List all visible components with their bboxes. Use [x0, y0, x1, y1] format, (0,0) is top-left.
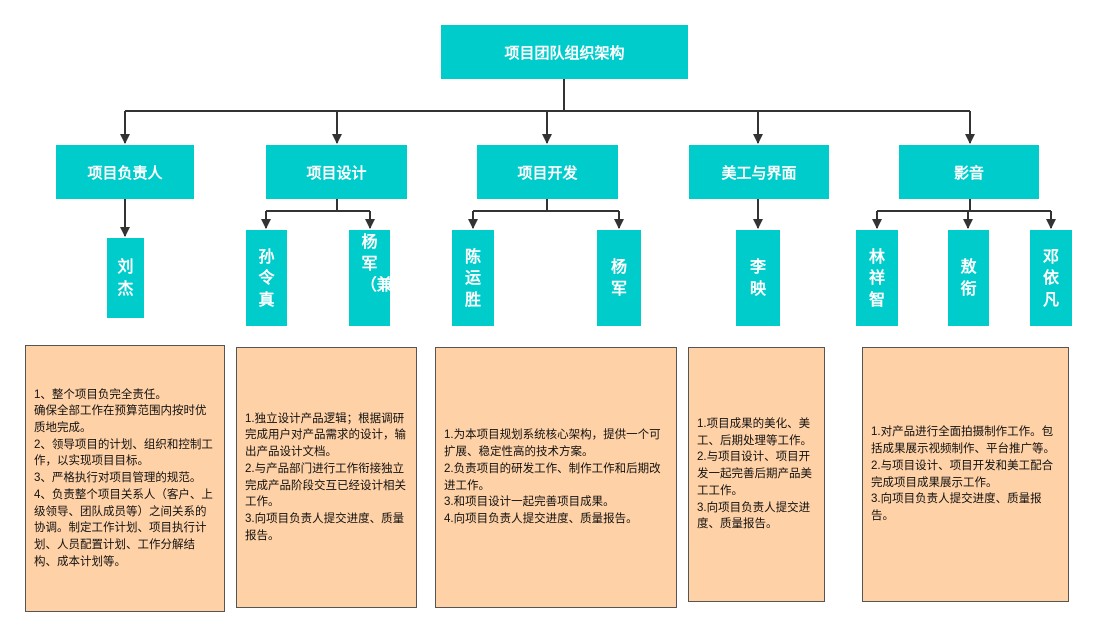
note-project-lead-duties: 1、整个项目负完全责任。 确保全部工作在预算范围内按时优质地完成。 2、领导项目…	[25, 345, 225, 612]
dept-project-lead: 项目负责人	[56, 145, 194, 199]
org-chart-title: 项目团队组织架构	[441, 25, 688, 79]
note-project-design-duties: 1.独立设计产品逻辑；根据调研完成用户对产品需求的设计，输出产品设计文档。 2.…	[236, 347, 417, 608]
member-name: 陈运胜	[464, 248, 481, 309]
member-deng-yifan: 邓依凡	[1030, 230, 1072, 326]
dept-project-development: 项目开发	[477, 145, 618, 199]
member-lin-xiangzhi: 林祥智	[856, 230, 898, 326]
note-text: 1.独立设计产品逻辑；根据调研完成用户对产品需求的设计，输出产品设计文档。 2.…	[245, 412, 406, 542]
member-ao-xian: 敖衔	[948, 230, 989, 326]
note-project-development-duties: 1.为本项目规划系统核心架构，提供一个可扩展、稳定性高的技术方案。 2.负责项目…	[435, 347, 677, 608]
note-text: 1.为本项目规划系统核心架构，提供一个可扩展、稳定性高的技术方案。 2.负责项目…	[444, 429, 661, 525]
member-chen-yunsheng: 陈运胜	[452, 230, 494, 326]
member-li-ying: 李映	[736, 230, 780, 326]
member-liu-jie: 刘杰	[107, 238, 144, 318]
note-text: 1.项目成果的美化、美工、后期处理等工作。 2.与项目设计、项目开发一起完善后期…	[697, 418, 812, 531]
member-sun-lingzhen: 孙令真	[246, 230, 287, 326]
member-yang-jun-concurrent: 杨军（兼）	[349, 230, 390, 326]
member-name: 敖衔	[960, 259, 977, 298]
dept-art-and-ui: 美工与界面	[689, 145, 829, 199]
note-audio-video-duties: 1.对产品进行全面拍摄制作工作。包括成果展示视频制作、平台推广等。 2.与项目设…	[862, 347, 1069, 602]
member-name: 刘杰	[117, 259, 134, 298]
member-name: 邓依凡	[1042, 248, 1059, 309]
note-text: 1、整个项目负完全责任。 确保全部工作在预算范围内按时优质地完成。 2、领导项目…	[34, 388, 213, 568]
member-name: 杨军	[610, 259, 627, 298]
note-art-ui-duties: 1.项目成果的美化、美工、后期处理等工作。 2.与项目设计、项目开发一起完善后期…	[688, 347, 825, 602]
member-name: 杨军（兼）	[360, 234, 390, 295]
note-text: 1.对产品进行全面拍摄制作工作。包括成果展示视频制作、平台推广等。 2.与项目设…	[871, 426, 1055, 522]
member-name: 孙令真	[258, 248, 275, 309]
dept-audio-video: 影音	[899, 145, 1039, 199]
member-yang-jun: 杨军	[597, 230, 641, 326]
member-name: 林祥智	[868, 248, 885, 309]
member-name: 李映	[749, 259, 766, 298]
dept-project-design: 项目设计	[266, 145, 407, 199]
